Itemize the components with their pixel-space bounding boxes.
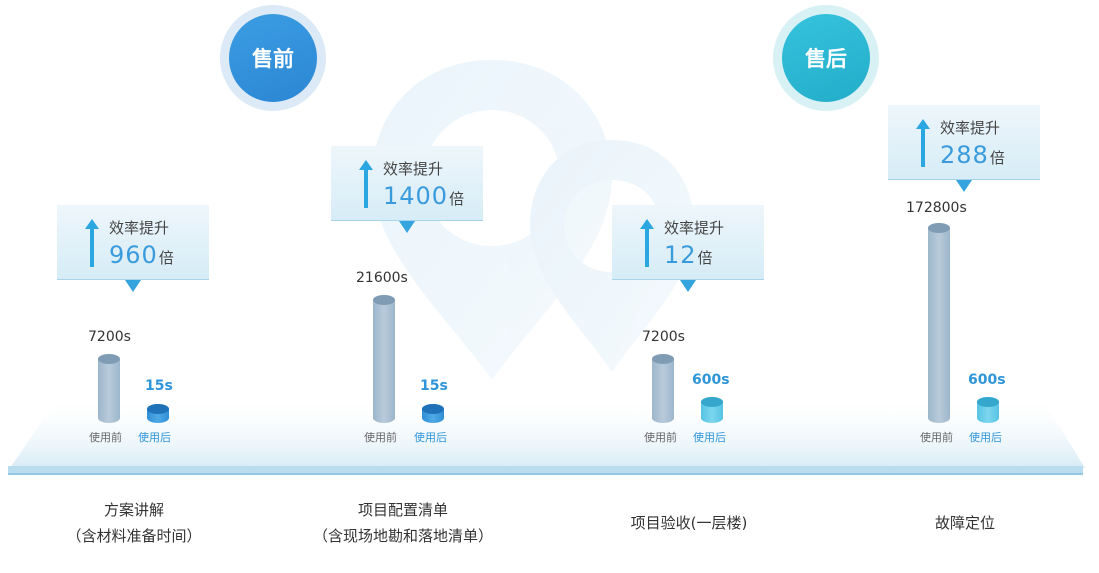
efficiency-callout: 效率提升 960倍 <box>57 205 209 292</box>
pre-sales-circle: 售前 <box>229 14 317 102</box>
before-caption: 使用前 <box>920 431 953 444</box>
efficiency-unit: 倍 <box>449 190 465 208</box>
after-value-label: 600s <box>968 372 1006 388</box>
before-bar <box>373 295 395 423</box>
before-value-label: 7200s <box>88 329 131 345</box>
after-sales-label: 售后 <box>805 47 847 71</box>
platform-base <box>8 466 1083 473</box>
before-caption: 使用前 <box>89 431 122 444</box>
efficiency-label: 效率提升 <box>664 219 725 237</box>
after-value-label: 600s <box>692 372 730 388</box>
category-title: 项目配置清单 <box>357 501 448 519</box>
efficiency-callout: 效率提升 288倍 <box>888 105 1040 192</box>
after-value-label: 15s <box>420 378 448 394</box>
callout-pointer <box>680 280 696 292</box>
map-pin-icon <box>372 60 694 380</box>
before-value-label: 172800s <box>906 200 967 216</box>
efficiency-value: 1400 <box>383 182 449 210</box>
efficiency-unit: 倍 <box>697 249 713 267</box>
category-label: 项目配置清单 （含现场地勘和落地清单） <box>283 497 523 549</box>
efficiency-unit: 倍 <box>989 149 1005 167</box>
category-title: 项目验收(一层楼) <box>630 514 748 532</box>
efficiency-value: 960 <box>109 241 158 269</box>
after-caption: 使用后 <box>693 431 726 444</box>
efficiency-value: 12 <box>664 241 697 269</box>
platform-surface <box>10 395 1085 468</box>
after-value-label: 15s <box>145 378 173 394</box>
before-bar <box>652 354 674 423</box>
before-bar <box>98 354 120 423</box>
efficiency-callout: 效率提升 12倍 <box>612 205 764 292</box>
efficiency-label: 效率提升 <box>940 119 1001 137</box>
after-bar <box>422 404 444 423</box>
arrow-up-icon <box>359 160 373 208</box>
category-title: 故障定位 <box>934 514 995 532</box>
category-subtitle: （含材料准备时间） <box>66 527 202 545</box>
after-caption: 使用后 <box>138 431 171 444</box>
after-caption: 使用后 <box>414 431 447 444</box>
category-label: 故障定位 <box>845 510 1085 536</box>
after-bar <box>147 404 169 423</box>
before-bar <box>928 223 950 423</box>
efficiency-label: 效率提升 <box>383 160 444 178</box>
after-bar <box>977 397 999 423</box>
arrow-up-icon <box>916 119 930 167</box>
after-sales-badge: 售后 <box>773 5 879 111</box>
after-sales-circle: 售后 <box>782 14 870 102</box>
arrow-up-icon <box>640 219 654 267</box>
category-label: 项目验收(一层楼) <box>569 510 809 536</box>
before-value-label: 7200s <box>642 329 685 345</box>
after-caption: 使用后 <box>969 431 1002 444</box>
callout-pointer <box>399 221 415 233</box>
callout-pointer <box>956 180 972 192</box>
before-value-label: 21600s <box>356 270 408 286</box>
after-bar <box>701 397 723 423</box>
efficiency-unit: 倍 <box>158 249 174 267</box>
before-caption: 使用前 <box>364 431 397 444</box>
arrow-up-icon <box>85 219 99 267</box>
efficiency-callout: 效率提升 1400倍 <box>331 146 483 233</box>
callout-pointer <box>125 280 141 292</box>
category-title: 方案讲解 <box>103 501 164 519</box>
category-subtitle: （含现场地勘和落地清单） <box>312 527 493 545</box>
before-caption: 使用前 <box>644 431 677 444</box>
efficiency-label: 效率提升 <box>109 219 170 237</box>
category-label: 方案讲解 （含材料准备时间） <box>14 497 254 549</box>
pre-sales-label: 售前 <box>252 47 294 71</box>
pre-sales-badge: 售前 <box>220 5 326 111</box>
efficiency-value: 288 <box>940 141 989 169</box>
